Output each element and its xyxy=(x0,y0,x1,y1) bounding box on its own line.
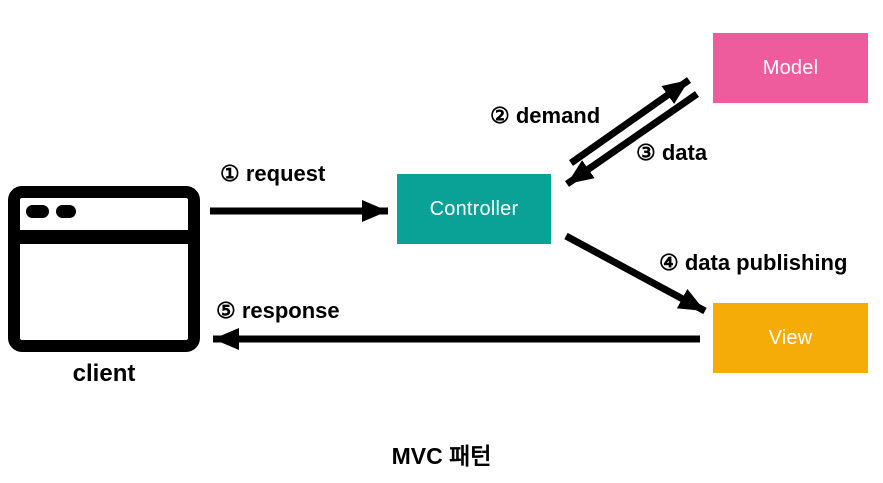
controller-node: Controller xyxy=(397,174,551,244)
view-node-label: View xyxy=(768,326,813,349)
client-node-label: client xyxy=(72,360,136,387)
view-node: View xyxy=(713,303,868,373)
diagram-title: MVC 패턴 xyxy=(391,443,492,469)
response-arrow-label: ⑤ response xyxy=(216,298,340,323)
client-browser-icon xyxy=(8,186,200,352)
data-arrow-label: ③ data xyxy=(636,140,708,165)
model-node: Model xyxy=(713,33,868,103)
model-node-label: Model xyxy=(762,56,819,79)
request-arrow-label: ① request xyxy=(220,161,326,186)
demand-arrow-label: ② demand xyxy=(490,103,601,128)
data-publishing-arrow-label: ④ data publishing xyxy=(659,250,848,275)
controller-node-label: Controller xyxy=(429,197,519,220)
